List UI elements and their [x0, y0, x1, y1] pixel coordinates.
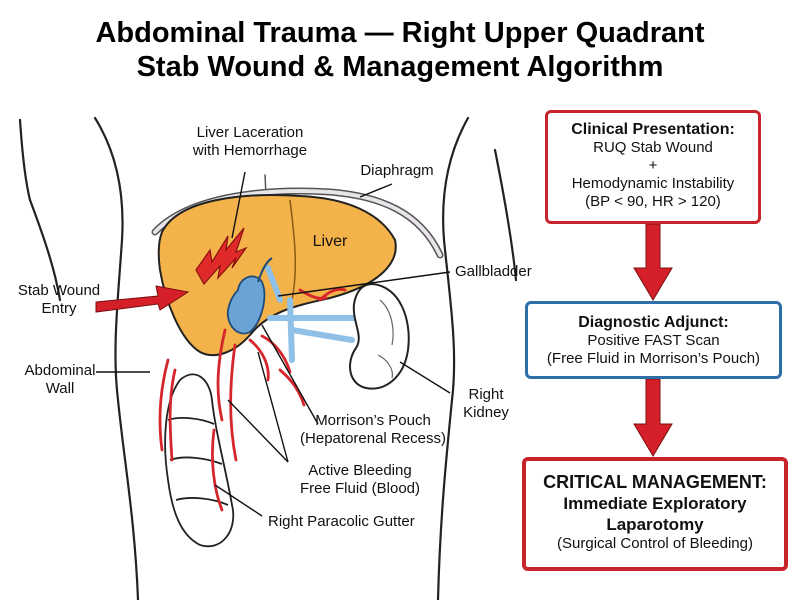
label-paracolic-gutter: Right Paracolic Gutter	[268, 513, 415, 530]
diagnostic-adjunct-title: Diagnostic Adjunct:	[578, 314, 729, 331]
label-morrisons-pouch: Morrison’s Pouch (Hepatorenal Recess)	[288, 412, 458, 448]
kidney-shape	[349, 282, 410, 390]
leader-lines	[96, 171, 451, 517]
title-line-1: Abdominal Trauma — Right Upper Quadrant	[95, 17, 705, 49]
gallbladder-shape	[226, 275, 266, 335]
diagnostic-adjunct-line-1: Positive FAST Scan	[587, 332, 720, 349]
clinical-presentation-line-1: RUQ Stab Wound	[593, 139, 713, 156]
critical-management-line-2: Laparotomy	[606, 515, 704, 534]
critical-management-title: CRITICAL MANAGEMENT:	[543, 472, 767, 492]
clinical-presentation-line-4: (BP < 90, HR > 120)	[585, 193, 721, 210]
label-liver-laceration-line-2: with Hemorrhage	[192, 142, 308, 159]
label-liver-laceration: Liver Laceration with Hemorrhage	[180, 124, 320, 160]
label-abdominal-wall-line-2: Wall	[45, 380, 75, 397]
flow-arrows	[633, 223, 673, 457]
label-stab-wound-line-2: Entry	[41, 300, 77, 317]
label-abdominal-wall: Abdominal Wall	[20, 362, 100, 398]
torso-outline	[18, 116, 518, 600]
colon-shape	[164, 373, 235, 548]
critical-management-line-3: (Surgical Control of Bleeding)	[557, 535, 753, 552]
label-gallbladder: Gallbladder	[455, 263, 532, 280]
label-right-kidney-line-2: Kidney	[463, 404, 509, 421]
flow-arrow-2	[633, 378, 673, 457]
label-stab-wound-line-1: Stab Wound	[17, 282, 101, 299]
label-active-bleeding: Active Bleeding Free Fluid (Blood)	[285, 462, 435, 498]
label-morrisons-pouch-line-2: (Hepatorenal Recess)	[300, 430, 446, 447]
vessels	[265, 265, 363, 363]
flow-arrow-1	[633, 223, 673, 301]
laceration-icon	[195, 227, 248, 286]
critical-management-box: CRITICAL MANAGEMENT: Immediate Explorato…	[522, 457, 788, 571]
title-line-2: Stab Wound & Management Algorithm	[136, 51, 664, 83]
clinical-presentation-title: Clinical Presentation:	[571, 121, 735, 138]
label-abdominal-wall-line-1: Abdominal	[24, 362, 96, 379]
active-bleeding	[158, 287, 347, 512]
diagram-title: Abdominal Trauma — Right Upper Quadrant …	[0, 16, 800, 84]
label-right-kidney: Right Kidney	[450, 386, 522, 422]
diagnostic-adjunct-box: Diagnostic Adjunct: Positive FAST Scan (…	[525, 301, 782, 379]
label-stab-wound: Stab Wound Entry	[14, 282, 104, 318]
diagnostic-adjunct-line-2: (Free Fluid in Morrison’s Pouch)	[546, 350, 761, 367]
label-active-bleeding-line-2: Free Fluid (Blood)	[299, 480, 421, 497]
label-diaphragm: Diaphragm	[360, 162, 434, 179]
label-active-bleeding-line-1: Active Bleeding	[308, 462, 412, 479]
label-right-kidney-line-1: Right	[468, 386, 504, 403]
clinical-presentation-line-2: +	[648, 157, 658, 174]
label-liver: Liver	[312, 233, 348, 250]
stab-wound-arrow	[95, 285, 190, 313]
critical-management-line-1: Immediate Exploratory	[563, 494, 747, 513]
clinical-presentation-box: Clinical Presentation: RUQ Stab Wound + …	[545, 110, 761, 224]
label-liver-laceration-line-1: Liver Laceration	[196, 124, 304, 141]
clinical-presentation-line-3: Hemodynamic Instability	[571, 175, 735, 192]
label-morrisons-pouch-line-1: Morrison’s Pouch	[315, 412, 431, 429]
